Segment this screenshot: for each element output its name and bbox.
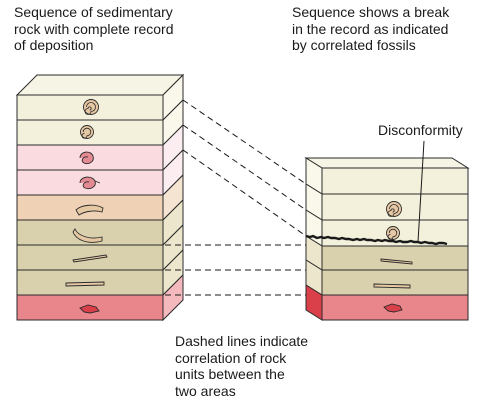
right-top-face bbox=[304, 157, 470, 169]
rod-fossil bbox=[380, 258, 413, 265]
ammonite-fossil bbox=[386, 201, 402, 217]
right-side-6 bbox=[305, 284, 323, 321]
right-layer-5 bbox=[321, 269, 469, 296]
right-rock-column bbox=[304, 157, 470, 321]
red-fragment-fossil bbox=[79, 304, 100, 314]
horn-fossil bbox=[75, 204, 104, 216]
left-rock-column bbox=[15, 73, 185, 322]
rod-fossil bbox=[373, 283, 411, 289]
ammonite-fossil bbox=[83, 99, 99, 115]
tusk-fossil bbox=[72, 228, 103, 243]
correlation-caption: Dashed lines indicate correlation of roc… bbox=[175, 333, 309, 399]
small-ammonite-fossil bbox=[386, 226, 400, 240]
rod-fossil bbox=[72, 254, 108, 263]
correlation-line bbox=[182, 124, 307, 211]
small-ammonite-fossil bbox=[80, 125, 94, 139]
left-top-face bbox=[15, 74, 185, 96]
pink-shell-fossil bbox=[79, 151, 94, 165]
disconformity-label: Disconformity bbox=[378, 122, 463, 138]
disconformity-leader-line bbox=[417, 140, 425, 243]
disconformity-surface bbox=[305, 234, 448, 246]
correlation-line bbox=[182, 149, 307, 237]
right-layer-4 bbox=[321, 245, 469, 271]
pink-shell-fossil bbox=[79, 176, 101, 190]
correlation-line bbox=[182, 99, 307, 185]
left-column-caption: Sequence of sedimentary rock with comple… bbox=[14, 4, 174, 53]
left-side-9 bbox=[162, 273, 184, 322]
rod-fossil bbox=[65, 281, 105, 287]
right-column-caption: Sequence shows a break in the record as … bbox=[292, 4, 450, 53]
right-layer-1 bbox=[321, 167, 469, 195]
red-fragment-fossil bbox=[383, 303, 403, 313]
correlation-lines bbox=[165, 99, 307, 296]
